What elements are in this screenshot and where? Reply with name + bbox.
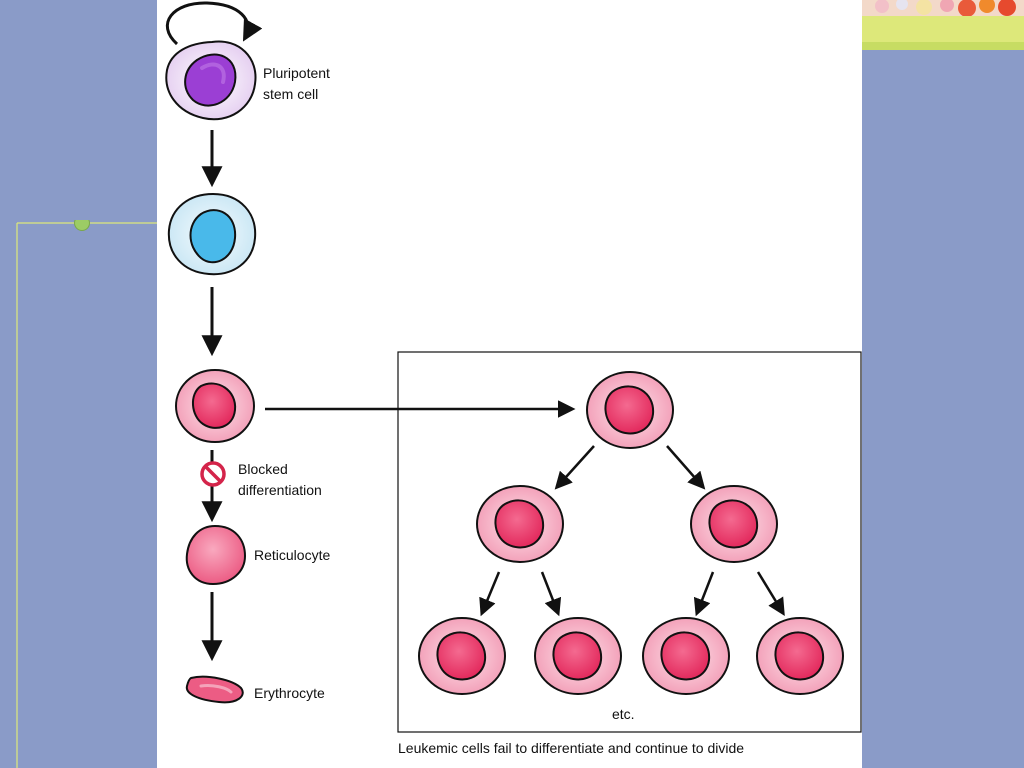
reticulocyte-label: Reticulocyte xyxy=(254,547,330,563)
progenitor-cell xyxy=(167,192,257,276)
division-arrow xyxy=(666,445,706,490)
diagram-canvas: Pluripotent stem cell Blocked differenti… xyxy=(157,0,862,768)
leukemic-cell xyxy=(534,617,622,695)
stem-cell-label-line1: Pluripotent xyxy=(263,65,330,81)
erythrocyte xyxy=(185,675,244,704)
leukemic-proliferation-box xyxy=(397,351,862,733)
blocked-label-line2: differentiation xyxy=(238,482,322,498)
diagram-caption: Leukemic cells fail to differentiate and… xyxy=(398,740,744,756)
self-renewal-arrow xyxy=(165,1,263,46)
division-arrow xyxy=(479,571,501,617)
leukemic-cell xyxy=(690,485,778,563)
division-arrow xyxy=(554,445,595,490)
decorative-flower-strip xyxy=(862,0,1024,50)
blocked-icon xyxy=(200,461,226,487)
blast-cell xyxy=(175,369,255,443)
leukemic-cell xyxy=(418,617,506,695)
erythrocyte-label: Erythrocyte xyxy=(254,685,325,701)
division-arrow xyxy=(540,571,562,617)
reticulocyte xyxy=(185,524,247,586)
etc-label: etc. xyxy=(612,706,635,722)
blocked-label-line1: Blocked xyxy=(238,461,288,477)
decorative-line xyxy=(16,220,158,768)
stem-cell-label-line2: stem cell xyxy=(263,86,318,102)
leukemic-cell xyxy=(642,617,730,695)
division-arrow xyxy=(756,571,785,616)
leukemic-cell xyxy=(476,485,564,563)
division-arrow xyxy=(693,571,715,617)
leukemic-cell xyxy=(586,371,674,449)
pluripotent-stem-cell xyxy=(165,40,257,121)
leukemic-cell xyxy=(756,617,844,695)
